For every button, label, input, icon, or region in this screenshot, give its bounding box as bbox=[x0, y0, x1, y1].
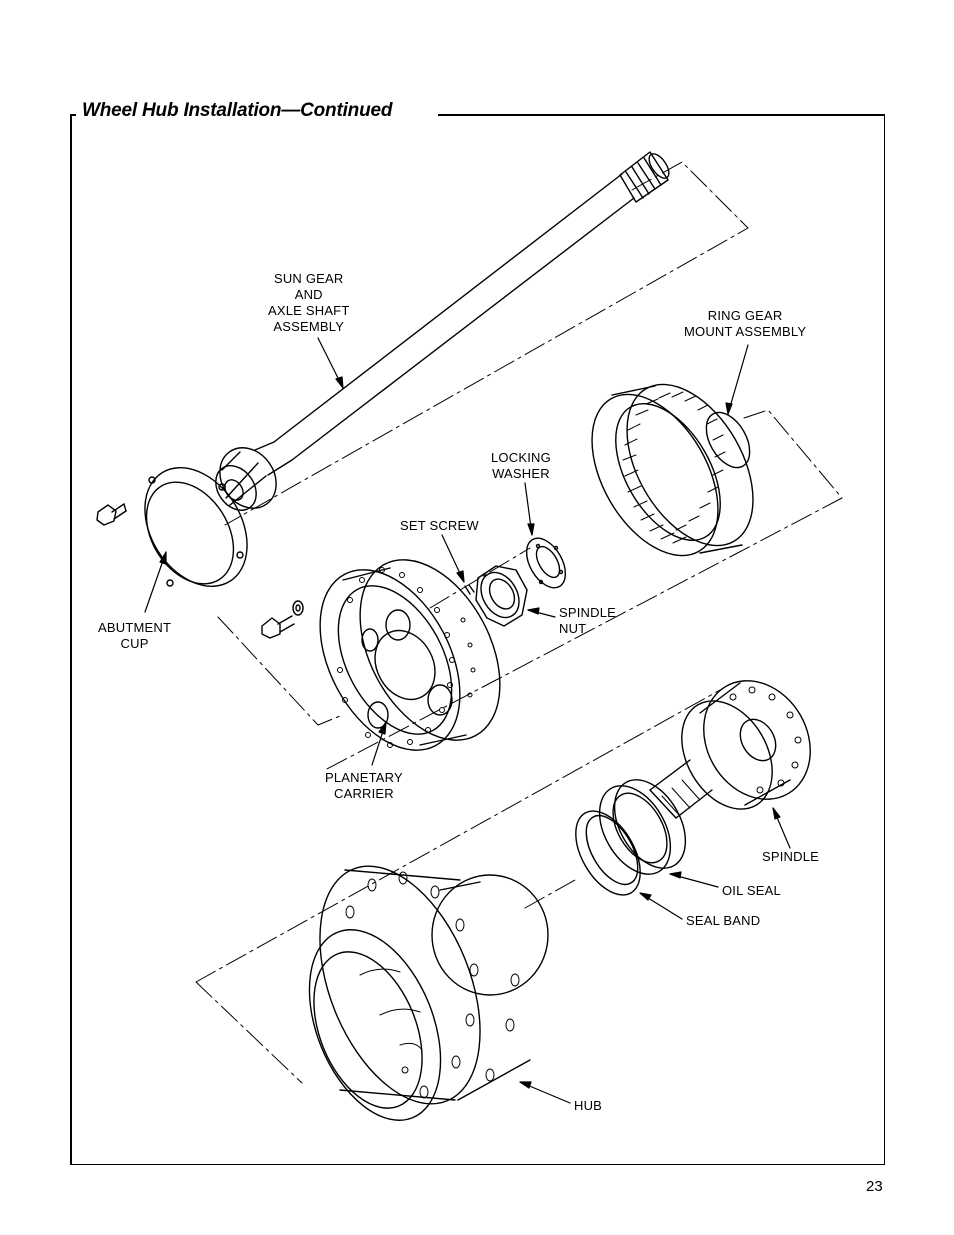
spindle bbox=[649, 680, 811, 819]
frame-left-edge bbox=[70, 114, 72, 1164]
axle-shaft-assembly bbox=[215, 151, 670, 511]
set-screw bbox=[464, 584, 475, 595]
oil-seal bbox=[598, 779, 687, 875]
spindle-nut-label: SPINDLE NUT bbox=[559, 605, 617, 636]
locking-washer bbox=[525, 537, 567, 589]
alignment-lines bbox=[195, 161, 843, 1084]
ring-gear-mount-assembly bbox=[591, 383, 754, 557]
sun-gear-label: SUN GEAR AND AXLE SHAFT ASSEMBLY bbox=[268, 271, 350, 334]
planetary-carrier bbox=[261, 559, 501, 751]
frame-top-edge-right bbox=[438, 114, 885, 116]
leader-lines bbox=[144, 337, 791, 1104]
set-screw-label: SET SCREW bbox=[400, 518, 479, 533]
page-title: Wheel Hub Installation—Continued bbox=[82, 100, 393, 121]
hub bbox=[308, 865, 549, 1121]
hub-label: HUB bbox=[574, 1098, 603, 1113]
planetary-carrier-label: PLANETARY CARRIER bbox=[325, 770, 403, 801]
locking-washer-label: LOCKING WASHER bbox=[491, 450, 551, 481]
abutment-cup-label: ABUTMENT CUP bbox=[98, 620, 172, 651]
spindle-label: SPINDLE bbox=[762, 849, 820, 864]
seal-band-label: SEAL BAND bbox=[686, 913, 761, 928]
frame-top-edge-left bbox=[70, 114, 76, 116]
illustration-frame bbox=[70, 114, 885, 1165]
seal-band bbox=[575, 810, 641, 896]
ring-gear-label: RING GEAR MOUNT ASSEMBLY bbox=[684, 308, 807, 339]
abutment-cup bbox=[96, 467, 248, 587]
page-number: 23 bbox=[866, 1178, 883, 1195]
spindle-nut bbox=[475, 565, 528, 627]
oil-seal-label: OIL SEAL bbox=[722, 883, 781, 898]
